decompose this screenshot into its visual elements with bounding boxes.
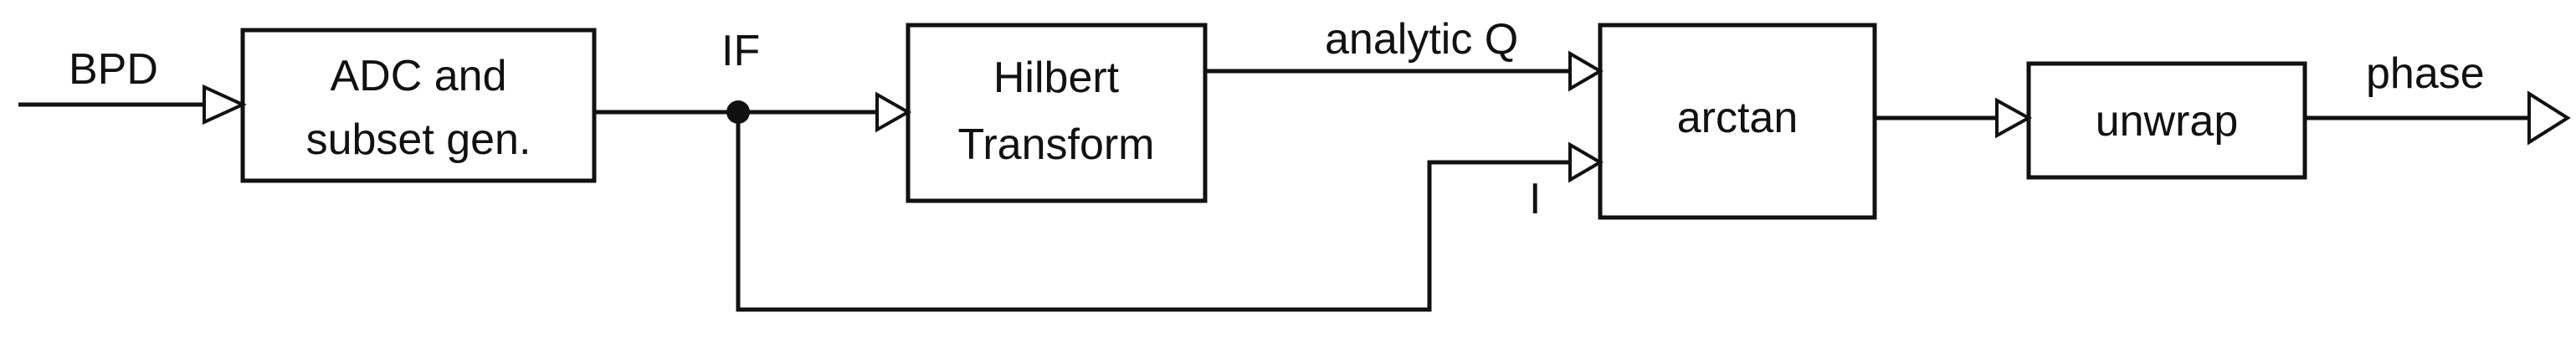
i-label: I — [1529, 175, 1541, 223]
signal-labels: BPD IF analytic Q I phase — [69, 15, 2485, 223]
hilbert-input-arrow — [875, 91, 912, 133]
bpd-label: BPD — [69, 45, 158, 94]
adc-label-line1: ADC and — [331, 52, 507, 100]
unwrap-input-arrow — [1995, 97, 2033, 139]
if-label: IF — [721, 27, 760, 75]
analytic-q-label: analytic Q — [1325, 15, 1518, 64]
arctan-label: arctan — [1677, 94, 1799, 142]
hilbert-block: Hilbert Transform — [906, 23, 1208, 203]
adc-box — [240, 28, 597, 183]
if-junction-dot — [726, 100, 750, 124]
hilbert-label-line1: Hilbert — [993, 54, 1120, 102]
wires — [18, 69, 2529, 312]
arctan-block: arctan — [1598, 23, 1877, 220]
arctan-box — [1598, 23, 1877, 220]
arctan-i-input-arrow — [1568, 141, 1604, 183]
adc-label-line2: subset gen. — [306, 115, 531, 164]
unwrap-block: unwrap — [2026, 61, 2307, 180]
arctan-q-input-arrow — [1568, 50, 1604, 92]
arrowheads — [203, 50, 2571, 183]
unwrap-label: unwrap — [2096, 97, 2239, 146]
hilbert-box — [906, 23, 1208, 203]
unwrap-box — [2026, 61, 2307, 180]
wire-i-path — [736, 112, 1570, 312]
phase-label: phase — [2366, 49, 2485, 98]
adc-input-arrow — [203, 84, 247, 125]
phase-output-arrow — [2527, 90, 2571, 146]
hilbert-label-line2: Transform — [958, 120, 1155, 169]
adc-block: ADC and subset gen. — [240, 28, 597, 183]
